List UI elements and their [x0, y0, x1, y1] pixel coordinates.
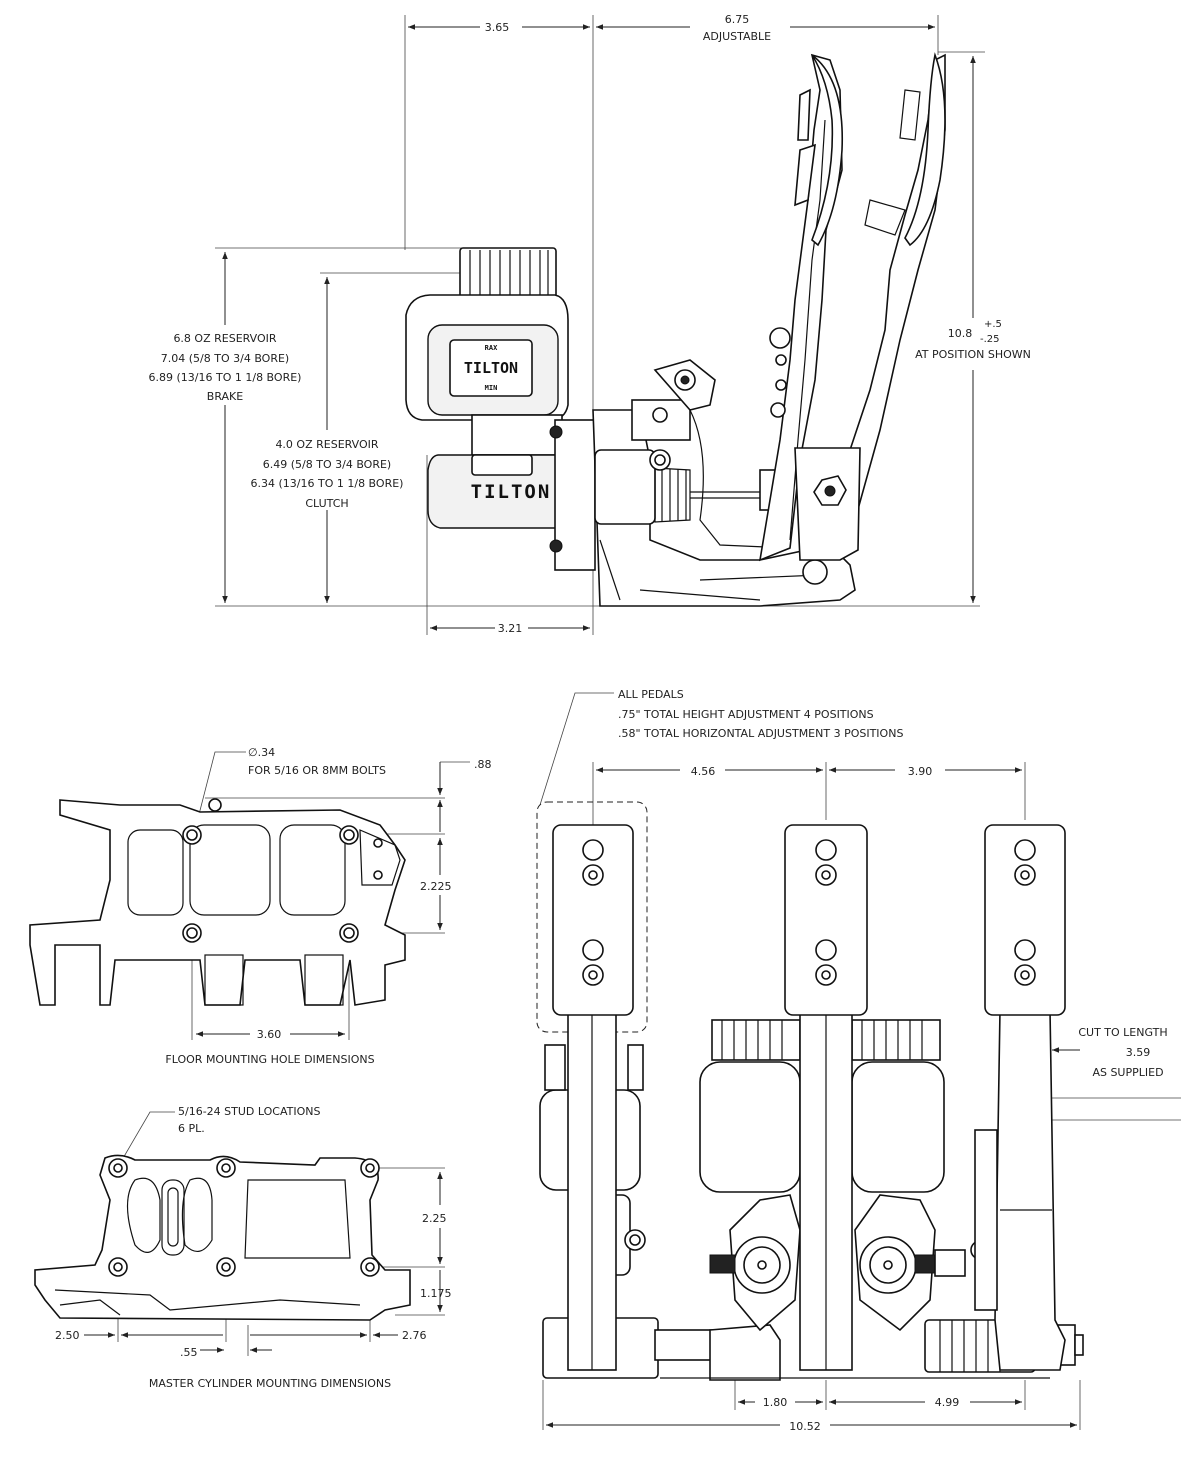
- dim-width-top: 3.65: [485, 21, 510, 34]
- brake-reservoir-line-1: 6.8 OZ RESERVOIR: [173, 332, 276, 345]
- brake-reservoir: RAX TILTON MIN: [405, 247, 569, 421]
- clutch-cylinder-brand: TILTON: [471, 481, 552, 503]
- brake-reservoir-top-mark: RAX: [485, 344, 498, 352]
- dim-bottom-a: 1.80: [763, 1396, 788, 1409]
- cut-note-line-3: AS SUPPLIED: [1092, 1066, 1163, 1079]
- floor-mount-plate: [29, 798, 406, 1006]
- clutch-master-cylinder: TILTON: [427, 414, 576, 529]
- brake-reservoir-brand: TILTON: [464, 359, 518, 377]
- front-note-line-2: .75" TOTAL HEIGHT ADJUSTMENT 4 POSITIONS: [618, 708, 874, 721]
- dim-hole-spacing-v: 2.225: [420, 880, 452, 893]
- clutch-reservoir-line-1: 4.0 OZ RESERVOIR: [275, 438, 378, 451]
- dim-hole-spacing-h: 3.60: [257, 1028, 282, 1041]
- dim-pedal-2-3: 3.90: [908, 765, 933, 778]
- dim-v-bottom: 1.175: [420, 1287, 452, 1300]
- pedal-base: [549, 359, 856, 607]
- floor-caption: FLOOR MOUNTING HOLE DIMENSIONS: [165, 1053, 374, 1066]
- front-note-line-3: .58" TOTAL HORIZONTAL ADJUSTMENT 3 POSIT…: [618, 727, 903, 740]
- mc-mount-plate: [34, 1154, 411, 1321]
- mc-caption: MASTER CYLINDER MOUNTING DIMENSIONS: [149, 1377, 391, 1390]
- clutch-reservoir-line-4: CLUTCH: [305, 497, 348, 510]
- stud-count: 6 PL.: [178, 1122, 205, 1135]
- dim-v-top: 2.25: [422, 1212, 447, 1225]
- floor-mount-view: ∅.34 FOR 5/16 OR 8MM BOLTS .88 2.225 3.6…: [29, 746, 492, 1066]
- cut-note-line-1: CUT TO LENGTH: [1078, 1026, 1167, 1039]
- cut-note-line-2: 3.59: [1126, 1046, 1151, 1059]
- hole-note: FOR 5/16 OR 8MM BOLTS: [248, 764, 386, 777]
- dim-adjustable-label: ADJUSTABLE: [703, 30, 771, 43]
- dim-overall: 10.52: [789, 1420, 821, 1433]
- dim-bottom-b: 4.99: [935, 1396, 960, 1409]
- dim-right: 2.76: [402, 1329, 427, 1342]
- brake-reservoir-line-3: 6.89 (13/16 TO 1 1/8 BORE): [149, 371, 302, 384]
- front-view: ALL PEDALS .75" TOTAL HEIGHT ADJUSTMENT …: [536, 688, 1181, 1433]
- dim-bottom: 3.21: [498, 622, 523, 635]
- pedal-arm-side: [758, 52, 946, 562]
- dim-left: 2.50: [55, 1329, 80, 1342]
- stud-note: 5/16-24 STUD LOCATIONS: [178, 1105, 320, 1118]
- pedal-1: [536, 801, 648, 1371]
- dim-small: .55: [180, 1346, 198, 1359]
- brake-reservoir-bottom-mark: MIN: [485, 384, 498, 392]
- pedal-2: [784, 824, 868, 1371]
- mc-mount-view: 5/16-24 STUD LOCATIONS 6 PL. 2.25 1.175 …: [34, 1105, 452, 1390]
- height-value: 10.8: [948, 327, 973, 340]
- hole-diameter: ∅.34: [248, 746, 275, 759]
- pedal-3: [974, 824, 1066, 1371]
- height-tol-plus: +.5: [984, 319, 1002, 330]
- dim-pedal-1-2: 4.56: [691, 765, 716, 778]
- dim-adjustable-value: 6.75: [725, 13, 750, 26]
- dim-top-offset: .88: [474, 758, 492, 771]
- brake-reservoir-line-2: 7.04 (5/8 TO 3/4 BORE): [161, 352, 289, 365]
- height-tol-minus: -.25: [980, 334, 1000, 345]
- clutch-reservoir-line-2: 6.49 (5/8 TO 3/4 BORE): [263, 458, 391, 471]
- clutch-reservoir-line-3: 6.34 (13/16 TO 1 1/8 BORE): [251, 477, 404, 490]
- height-note: AT POSITION SHOWN: [915, 348, 1031, 361]
- side-view: 3.65 6.75 ADJUSTABLE 6.8 OZ RESERVOIR 7.…: [149, 13, 1031, 635]
- brake-reservoir-line-4: BRAKE: [207, 390, 243, 403]
- front-master-cylinders: [569, 1194, 990, 1332]
- front-note-line-1: ALL PEDALS: [618, 688, 684, 701]
